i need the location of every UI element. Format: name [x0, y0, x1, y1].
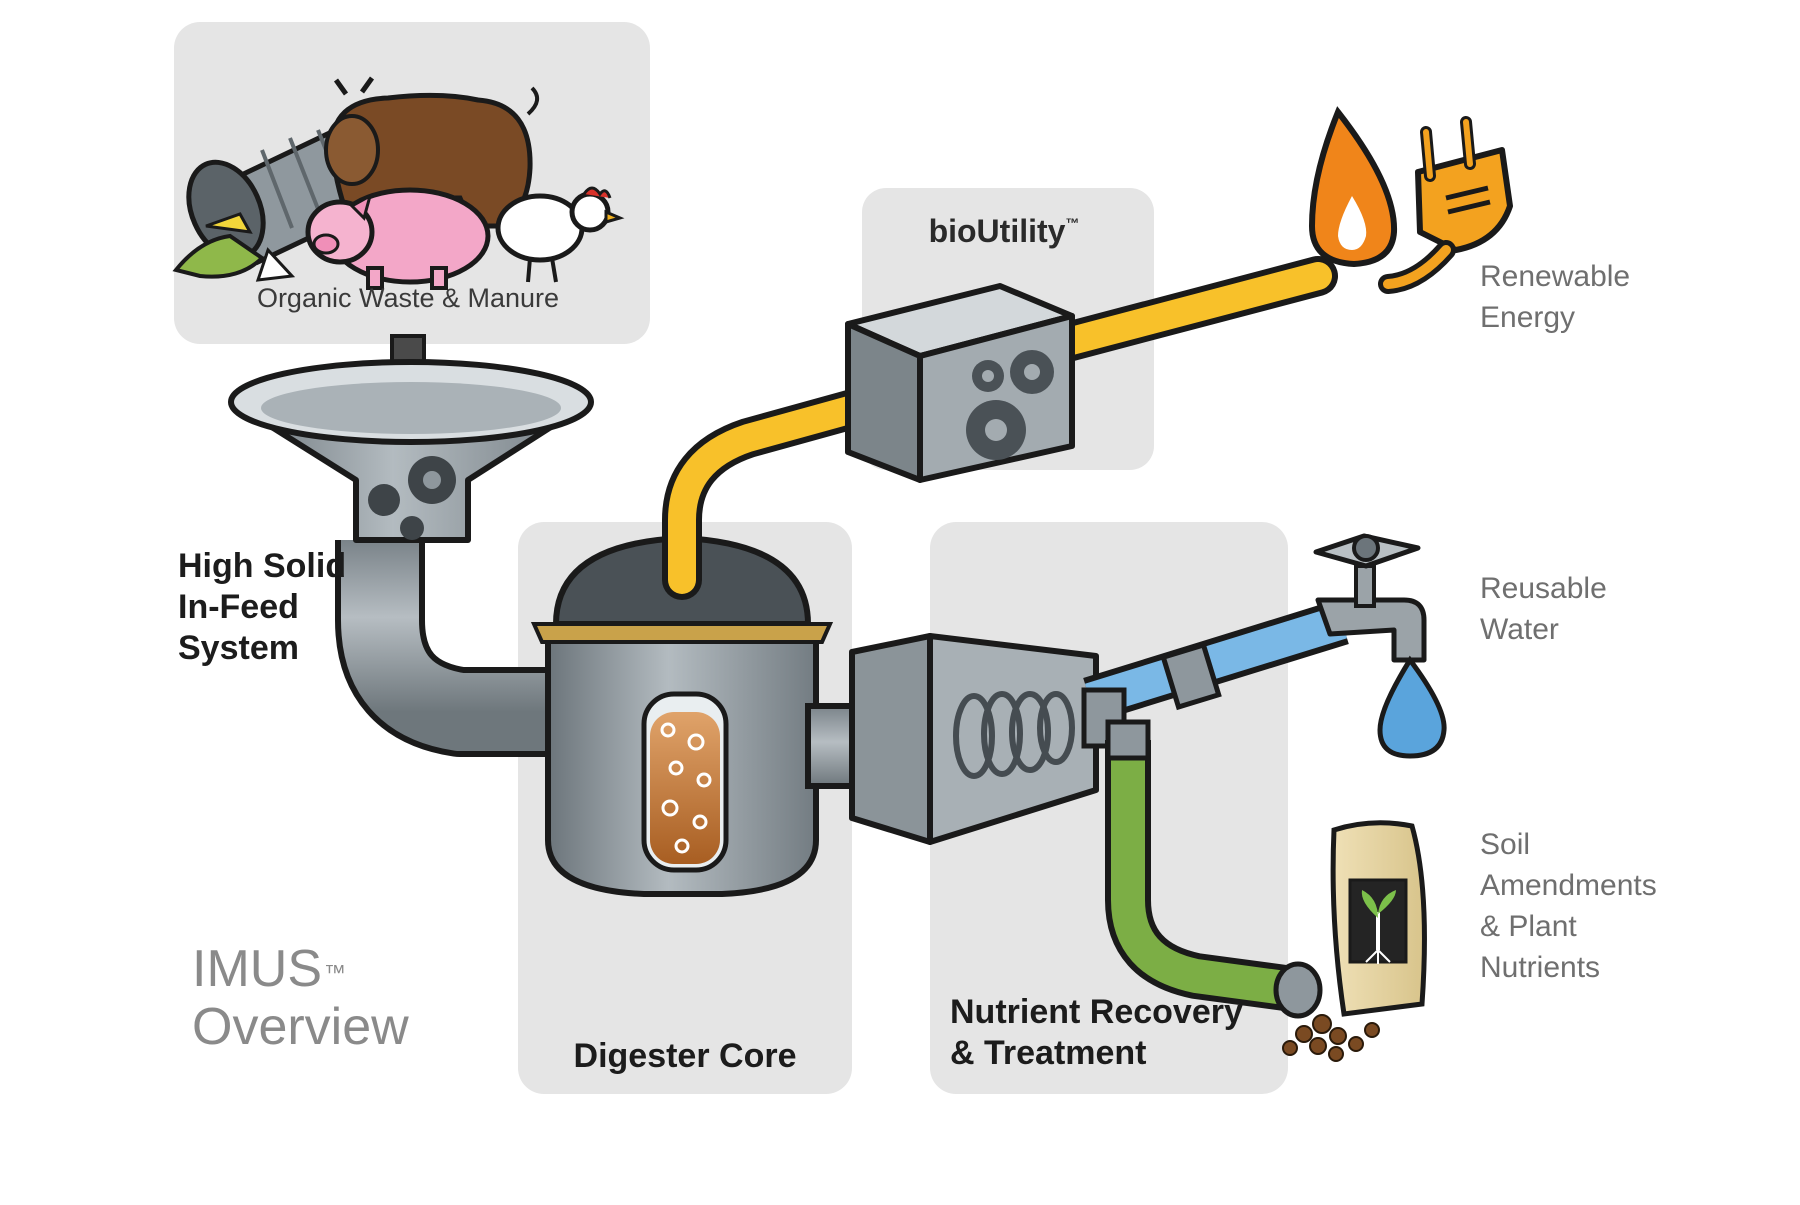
waste-panel-caption: Organic Waste & Manure — [257, 283, 559, 313]
water-drop-icon — [1377, 655, 1447, 759]
infeed-label-line1: High Solid — [178, 547, 347, 585]
imus-overview-title: IMUS™ Overview — [192, 940, 409, 1056]
renewable-energy-line1: Renewable — [1480, 260, 1631, 293]
digester-core-label: Digester Core — [573, 1037, 797, 1075]
digester-tank-icon — [530, 534, 834, 897]
infeed-label-line2: In-Feed — [178, 588, 299, 626]
soil-line1: Soil — [1480, 828, 1531, 861]
gear-icon — [966, 350, 1054, 460]
renewable-energy-line2: Energy — [1480, 301, 1576, 334]
nutrient-recovery-label: Nutrient Recovery & Treatment — [950, 992, 1243, 1074]
imus-title-line1: IMUS™ — [192, 940, 346, 998]
nutrient-recovery-line2: & Treatment — [950, 1034, 1147, 1072]
soil-amendments-label: Soil Amendments & Plant Nutrients — [1480, 824, 1657, 988]
sprout-icon — [1361, 890, 1396, 964]
imus-title-line2: Overview — [192, 998, 409, 1056]
infeed-label: High Solid In-Feed System — [178, 546, 346, 669]
soil-line2: Amendments — [1480, 869, 1657, 902]
flame-inner — [1338, 196, 1367, 250]
gear-icon — [368, 456, 456, 540]
reusable-water-line1: Reusable — [1480, 572, 1607, 605]
nutrient-pipe — [1105, 719, 1323, 1019]
biogas-pipe — [662, 256, 1338, 600]
heat-exchanger-icon — [849, 633, 1099, 845]
trash-can-icon — [172, 124, 376, 282]
reusable-water-line2: Water — [1480, 613, 1559, 646]
fertilizer-bag-icon — [1282, 820, 1427, 1062]
soil-line3: & Plant — [1480, 910, 1577, 943]
power-plug-icon — [1378, 116, 1513, 294]
reusable-water-label: Reusable Water — [1480, 568, 1607, 650]
infeed-pipe — [335, 540, 590, 757]
soil-line4: Nutrients — [1480, 951, 1601, 984]
bioutility-cube — [845, 283, 1075, 483]
infeed-label-line3: System — [178, 629, 299, 667]
chicken-icon — [495, 186, 625, 283]
bioutility-label: bioUtility™ — [929, 213, 1080, 249]
renewable-energy-label: Renewable Energy — [1480, 256, 1630, 338]
water-pipe — [1081, 600, 1349, 749]
pig-icon — [305, 187, 491, 290]
funnel-icon — [228, 359, 594, 543]
nutrient-recovery-line1: Nutrient Recovery — [950, 993, 1243, 1031]
flame-icon — [1308, 106, 1398, 268]
faucet-icon — [1313, 533, 1427, 663]
